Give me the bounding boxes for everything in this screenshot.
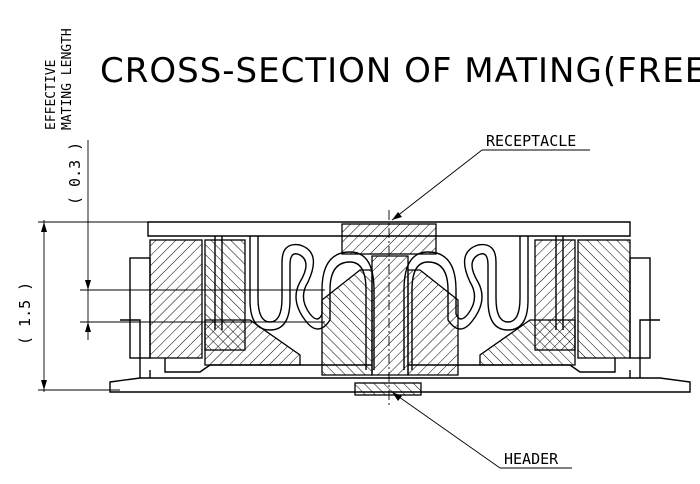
header-label: HEADER <box>504 450 559 468</box>
header-leads <box>149 358 631 378</box>
receptacle-leader: RECEPTACLE <box>391 132 590 221</box>
effective-label: EFFECTIVE <box>44 60 59 130</box>
mating-length-dimension: ( 0.3 ) <box>66 142 84 205</box>
left-contacts <box>214 236 375 370</box>
receptacle-top <box>147 221 631 255</box>
right-housing <box>479 239 651 366</box>
header-base <box>109 319 691 396</box>
right-contacts <box>403 236 564 370</box>
drawing-title: CROSS-SECTION OF MATING(FREE) <box>100 51 700 91</box>
header-center-post <box>321 255 459 376</box>
effective-mating-length-label: EFFECTIVE MATING LENGTH <box>44 28 75 130</box>
mating-length-label: MATING LENGTH <box>60 28 75 130</box>
overall-height-dimension: ( 1.5 ) <box>16 282 34 345</box>
header-leader: HEADER <box>391 391 572 469</box>
receptacle-label: RECEPTACLE <box>486 132 576 150</box>
left-housing <box>129 239 301 366</box>
